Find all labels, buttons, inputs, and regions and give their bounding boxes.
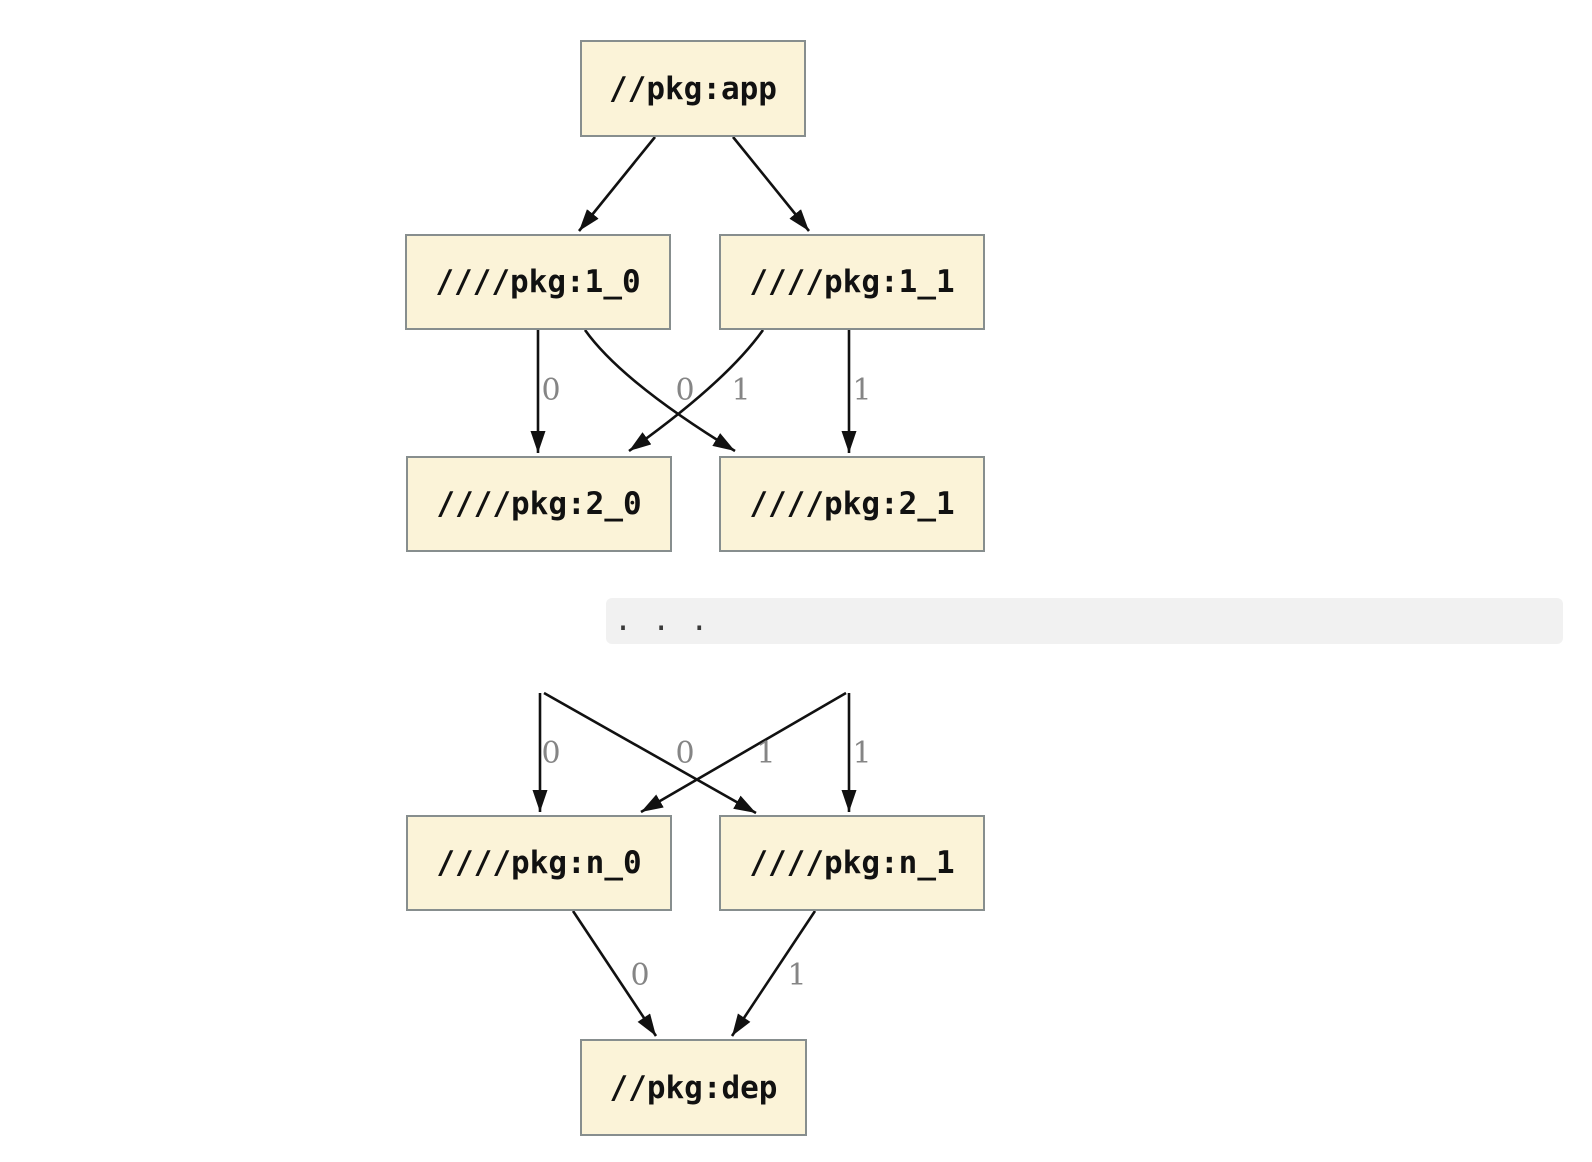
edge-hidden1-n_0 [640,691,847,814]
graph-node-1_0: ////pkg:1_0 [405,234,671,330]
edge-label-1_0-2_1: 0 [675,373,695,408]
edge-app-1_0 [577,136,657,232]
edge-n_1-dep [730,910,817,1037]
edge-label-1_0-2_0: 0 [541,373,561,408]
edge-label-hidden1-n_0: 1 [756,736,776,771]
edge-1_0-2_1 [583,329,736,453]
graph-node-dep-label: //pkg:dep [609,1069,778,1106]
graph-node-app: //pkg:app [580,40,806,137]
graph-node-1_1-label: ////pkg:1_1 [749,264,955,300]
edge-1_1-2_0 [628,329,765,453]
edge-app-1_1 [731,136,811,232]
graph-node-app-label: //pkg:app [609,70,777,107]
edge-label-hidden0-n_1: 0 [675,736,695,771]
graph-node-n_0: ////pkg:n_0 [406,815,672,911]
graph-node-1_1: ////pkg:1_1 [719,234,985,330]
graph-node-dep: //pkg:dep [580,1039,807,1136]
edge-n_0-dep [571,910,658,1037]
edge-label-hidden0-n_0: 0 [541,736,561,771]
graph-node-2_1-label: ////pkg:2_1 [749,486,955,522]
edge-label-1_1-2_1: 1 [852,373,872,408]
edge-label-n_0-dep: 0 [630,958,650,993]
graph-node-n_0-label: ////pkg:n_0 [436,845,642,881]
graph-node-n_1-label: ////pkg:n_1 [749,845,955,881]
graph-node-1_0-label: ////pkg:1_0 [435,264,641,300]
graph-node-n_1: ////pkg:n_1 [719,815,985,911]
graph-node-2_0-label: ////pkg:2_0 [436,486,642,522]
graph-node-2_1: ////pkg:2_1 [719,456,985,552]
edge-label-1_1-2_0: 1 [731,373,751,408]
ellipsis-code-block: . . . [606,598,1563,644]
edge-label-hidden1-n_1: 1 [852,736,872,771]
graph-node-2_0: ////pkg:2_0 [406,456,672,552]
edge-label-n_1-dep: 1 [787,958,807,993]
ellipsis-text: . . . [614,603,710,638]
edge-hidden0-n_1 [543,691,757,815]
